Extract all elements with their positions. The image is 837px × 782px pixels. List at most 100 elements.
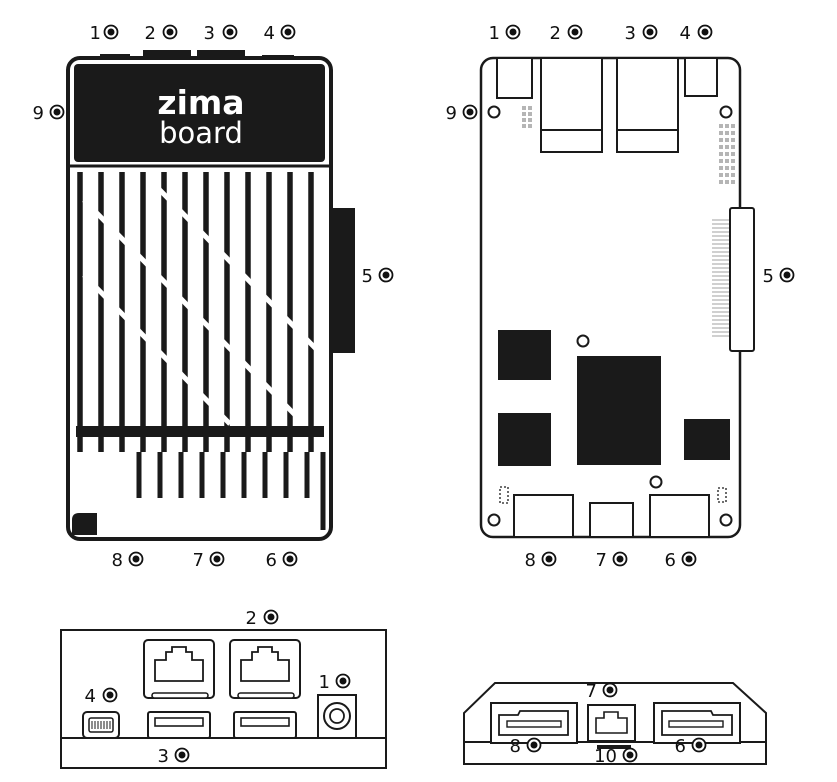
callout-board-6: 6 [665, 550, 697, 571]
callout-label: 4 [680, 23, 691, 44]
soc-chip [577, 356, 661, 465]
led-mark-left [499, 486, 509, 504]
callout-label: 10 [594, 746, 617, 767]
callout-label: 9 [33, 103, 44, 124]
mount-hole-top-right [719, 105, 733, 119]
rear-separator-right [237, 692, 295, 699]
mount-hole-bottom-right [719, 513, 733, 527]
callout-label: 8 [112, 550, 123, 571]
callout-board-8: 8 [525, 550, 557, 571]
callout-board-1: 1 [489, 23, 521, 44]
gray-header-right [719, 124, 735, 184]
lower-vent-slots [136, 452, 310, 498]
dc-jack-inner-ring [329, 708, 345, 724]
mount-hole-lower [649, 475, 663, 489]
pcie-connector-pins [712, 219, 730, 337]
callout-front-7: 7 [586, 681, 618, 702]
callout-label: 7 [193, 550, 204, 571]
board-port-2-housing [540, 57, 603, 131]
chip-right [684, 419, 730, 460]
callout-board-2: 2 [550, 23, 583, 44]
callout-label: 1 [489, 23, 500, 44]
sata-connector-left [498, 710, 569, 736]
sata-connector-right [661, 710, 733, 736]
brand-line-2: board [159, 116, 243, 150]
callout-top-5: 5 [362, 266, 394, 287]
board-port-7 [589, 502, 634, 538]
gray-pad-cluster-left [522, 106, 532, 128]
usb-tongue-left [154, 717, 204, 727]
callout-label: 5 [362, 266, 373, 287]
heatsink-base-bar [76, 426, 324, 437]
callout-board-9: 9 [446, 103, 478, 124]
board-port-2-lower [540, 129, 603, 153]
callout-label: 1 [319, 672, 330, 693]
board-port-6 [649, 494, 710, 538]
front-port-frame-7 [587, 704, 636, 742]
rear-separator-left [151, 692, 209, 699]
callout-label: 9 [446, 103, 457, 124]
callout-top-4: 4 [264, 23, 296, 44]
callout-label: 7 [596, 550, 607, 571]
callout-board-3: 3 [625, 23, 658, 44]
board-port-3-lower [616, 129, 679, 153]
mount-hole-center [576, 334, 590, 348]
callouts: 1 2 3 4 5 6 7 8 [33, 23, 795, 767]
board-port-3-housing [616, 57, 679, 131]
mini-displayport-pins [91, 721, 111, 729]
chip-top-left [498, 330, 551, 380]
callout-rear-3: 3 [158, 746, 190, 767]
brand-line-1: zima [157, 83, 244, 122]
callout-front-6: 6 [675, 736, 707, 757]
mount-hole-top-left [487, 105, 501, 119]
callout-label: 6 [665, 550, 676, 571]
callout-rear-4: 4 [85, 686, 118, 707]
callout-label: 7 [586, 681, 597, 702]
front-port-7-jack [595, 711, 628, 734]
callout-front-8: 8 [510, 736, 542, 757]
callout-label: 4 [264, 23, 275, 44]
usb-tongue-right [240, 717, 290, 727]
callout-board-7: 7 [596, 550, 628, 571]
case-top-view: zima board [66, 50, 355, 541]
callout-top-6: 6 [266, 550, 298, 571]
heatsink-reflection [82, 178, 324, 426]
callout-top-8: 8 [112, 550, 144, 571]
callout-label: 4 [85, 686, 96, 707]
callout-label: 3 [204, 23, 215, 44]
callout-front-10: 10 [594, 746, 638, 767]
callout-top-2: 2 [145, 23, 178, 44]
callout-label: 6 [266, 550, 277, 571]
callout-label: 1 [90, 23, 101, 44]
callout-rear-1: 1 [319, 672, 351, 693]
callout-label: 8 [510, 736, 521, 757]
callout-label: 3 [625, 23, 636, 44]
callout-board-4: 4 [680, 23, 713, 44]
callout-label: 2 [246, 608, 257, 629]
callout-label: 5 [763, 266, 774, 287]
board-port-4 [684, 57, 718, 97]
pcie-slot-block [331, 208, 355, 353]
rj45-jack-right [240, 646, 290, 682]
callout-rear-2: 2 [246, 608, 279, 629]
board-view [479, 56, 755, 539]
callout-label: 2 [145, 23, 156, 44]
callout-top-1: 1 [90, 23, 119, 44]
board-port-8 [513, 494, 574, 538]
sata-right-slot [668, 720, 724, 728]
mount-hole-bottom-left [487, 513, 501, 527]
brand-panel [74, 64, 325, 162]
sata-left-slot [506, 720, 562, 728]
callout-label: 2 [550, 23, 561, 44]
case-corner-foot [72, 513, 97, 535]
callout-label: 6 [675, 736, 686, 757]
callout-top-3: 3 [204, 23, 238, 44]
callout-label: 8 [525, 550, 536, 571]
callout-top-7: 7 [193, 550, 225, 571]
heatsink-short-fins [77, 437, 314, 452]
board-port-1 [496, 57, 533, 99]
led-mark-right [717, 487, 727, 503]
callout-label: 3 [158, 746, 169, 767]
rj45-jack-left [154, 646, 204, 682]
rear-panel-base [60, 737, 387, 769]
